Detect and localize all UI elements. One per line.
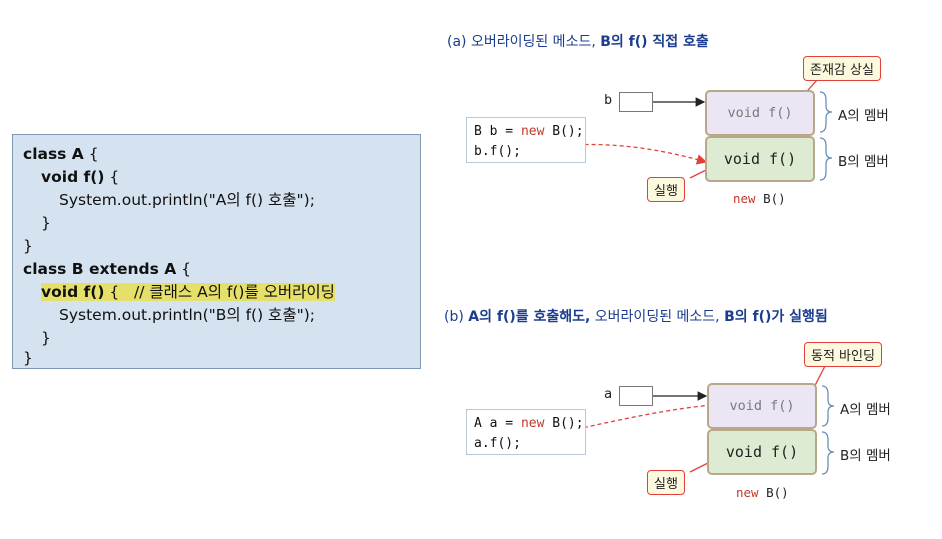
code-line-1: class A {: [23, 145, 99, 163]
brace-a-member-b: [819, 137, 833, 181]
object-member-a: void f(): [705, 90, 815, 136]
callout-exec-b: 실행: [647, 470, 685, 495]
code-line-5: }: [23, 237, 33, 255]
source-box-b: A a = new B(); a.f();: [466, 409, 586, 455]
member-b-label-b: B의 멤버: [840, 448, 891, 464]
caption-b: (b) A의 f()를 호출해도, 오버라이딩된 메소드, B의 f()가 실행…: [444, 309, 828, 325]
source-box-a: B b = new B(); b.f();: [466, 117, 586, 163]
brace-a-member-a: [819, 91, 833, 133]
code-line-2: void f() {: [41, 168, 120, 186]
callout-dynamic-binding: 동적 바인딩: [804, 342, 882, 367]
object-member-b: void f(): [705, 136, 815, 182]
code-line-10: }: [23, 349, 33, 367]
member-b-label-a: A의 멤버: [840, 402, 891, 418]
ref-box-b: [619, 92, 653, 112]
var-label-a: a: [604, 386, 613, 402]
callout-exec-a: 실행: [647, 177, 685, 202]
code-line-4: }: [41, 214, 51, 232]
callout-lost-presence: 존재감 상실: [803, 56, 881, 81]
code-line-3: System.out.println("A의 f() 호출");: [59, 191, 315, 209]
brace-b-member-a: [821, 385, 835, 427]
code-line-9: }: [41, 329, 51, 347]
object-b-member-b: void f(): [707, 429, 817, 475]
caption-a: (a) 오버라이딩된 메소드, B의 f() 직접 호출: [447, 34, 709, 50]
code-line-7: void f() { // 클래스 A의 f()를 오버라이딩: [41, 283, 335, 301]
ref-box-a: [619, 386, 653, 406]
code-panel: class A { void f() { System.out.println(…: [12, 134, 421, 369]
new-b-label-a: new B(): [733, 191, 786, 206]
code-line-8: System.out.println("B의 f() 호출");: [59, 306, 315, 324]
code-line-6: class B extends A {: [23, 260, 191, 278]
var-label-b: b: [604, 92, 613, 108]
member-label-a: A의 멤버: [838, 108, 889, 124]
new-b-label-b: new B(): [736, 485, 789, 500]
member-label-b: B의 멤버: [838, 154, 889, 170]
brace-b-member-b: [821, 431, 835, 475]
object-b-member-a: void f(): [707, 383, 817, 429]
